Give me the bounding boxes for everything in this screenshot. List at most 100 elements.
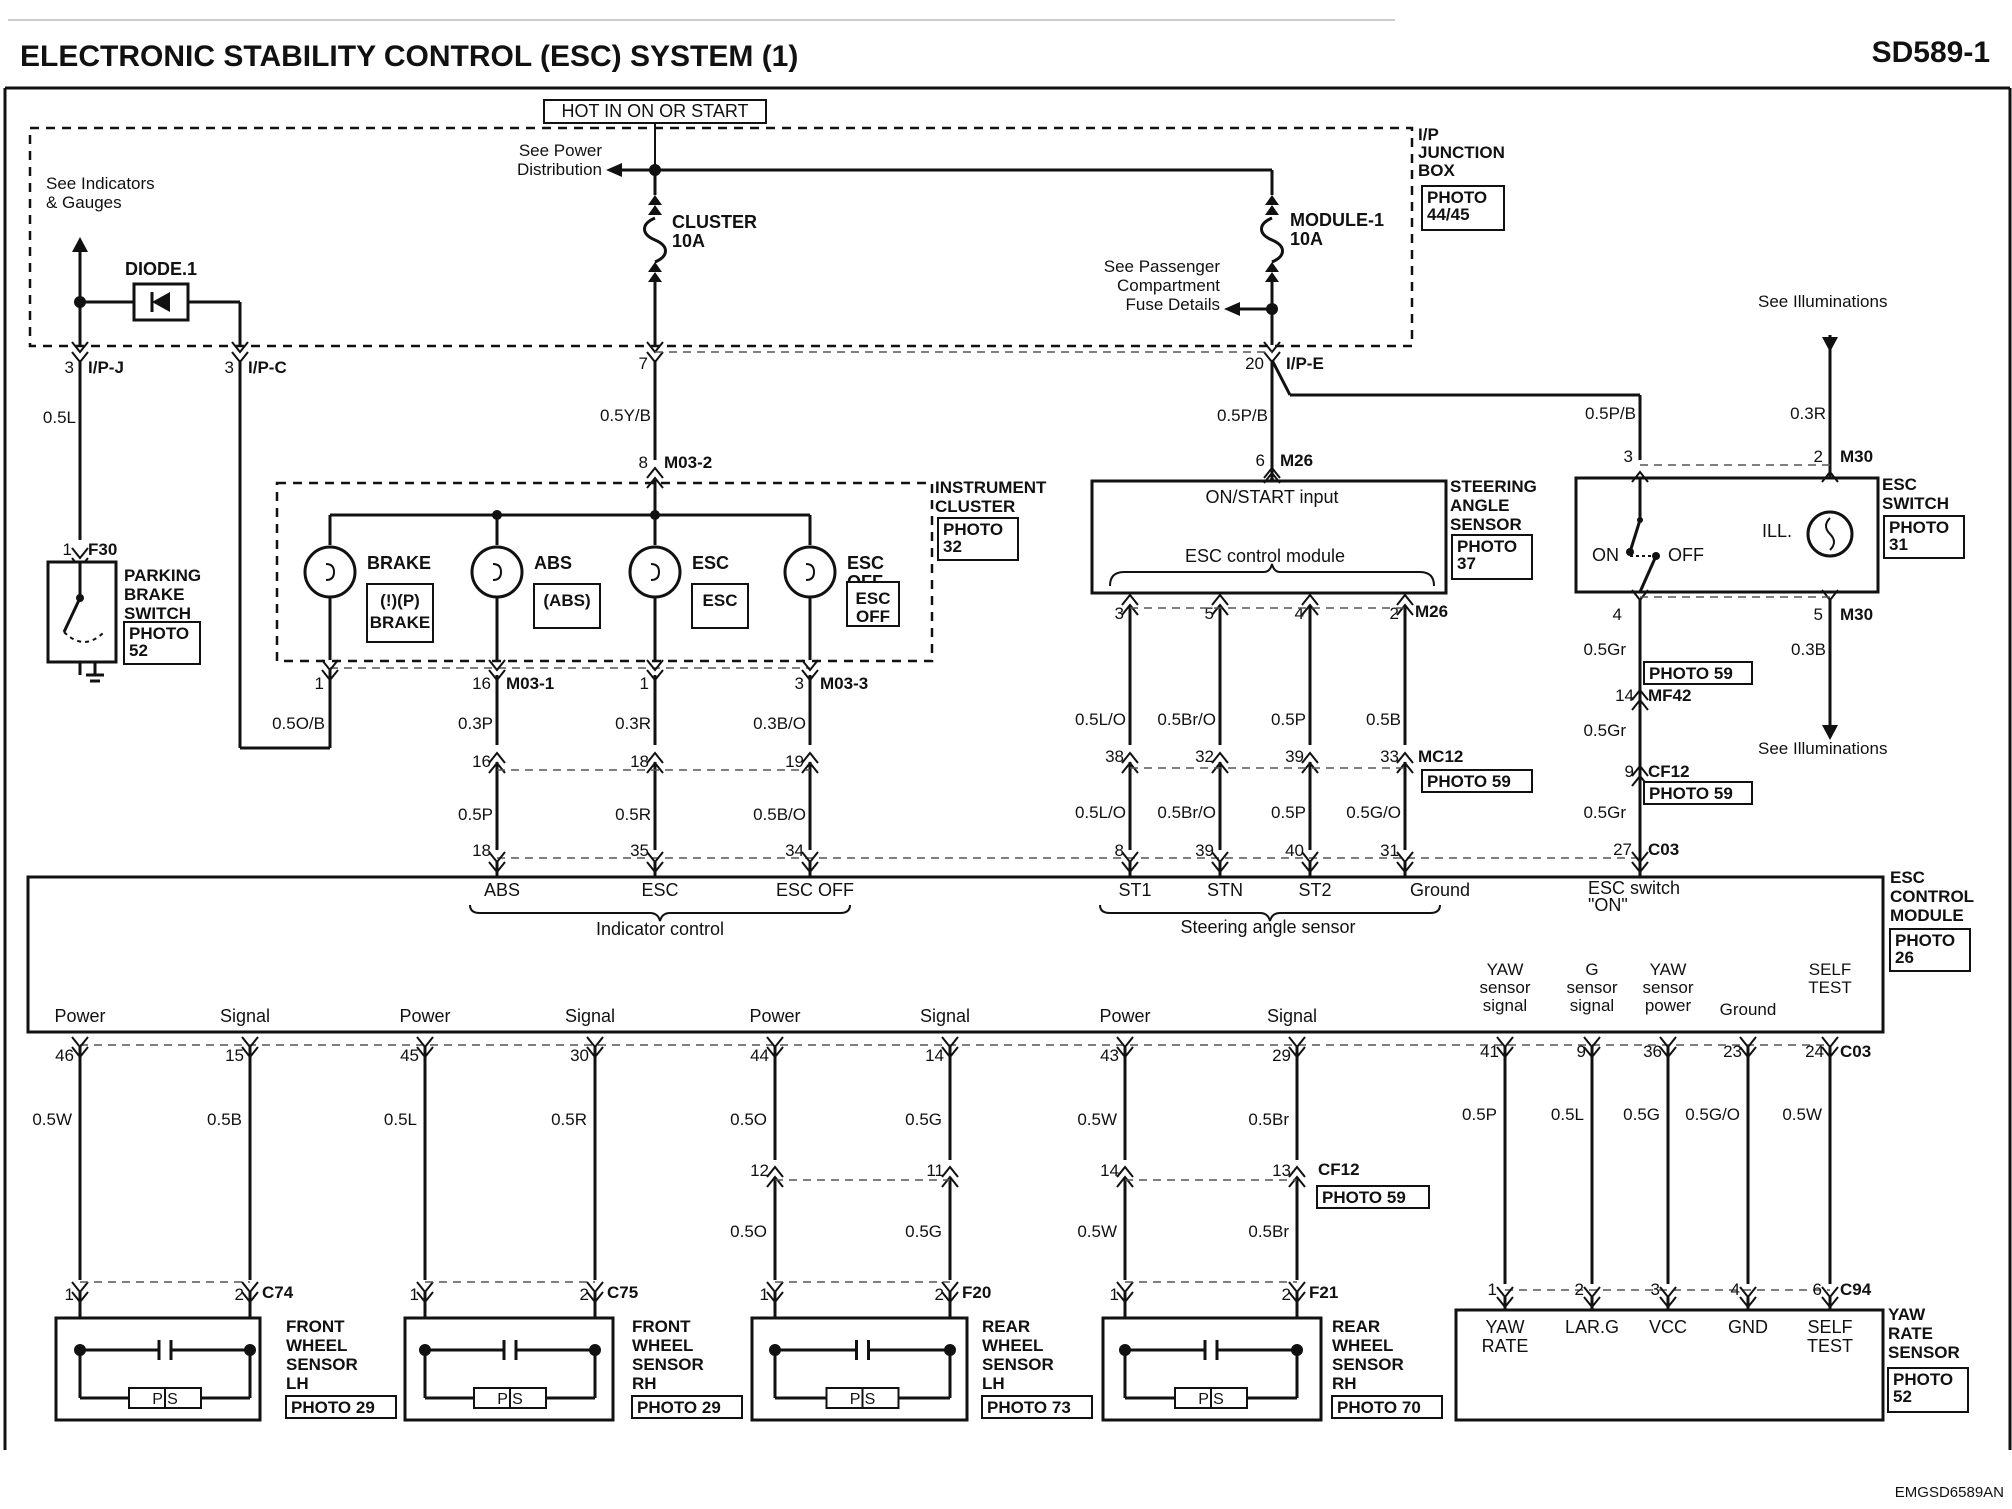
- ip-junction-box: [28, 126, 1414, 348]
- switch-off-label: OFF: [1668, 545, 1704, 565]
- wire-color: 0.3R: [615, 714, 651, 733]
- connector-label: M03-1: [506, 674, 554, 693]
- wire-color: 0.5Gr: [1583, 803, 1626, 822]
- wire-color: 0.3R: [1790, 404, 1826, 423]
- wire-color: 0.5G: [905, 1222, 942, 1241]
- footer-code: EMGSD6589AN: [1895, 1484, 2004, 1501]
- pin-label: 12: [750, 1161, 769, 1180]
- pin-label: 36: [1643, 1042, 1662, 1061]
- module-pin-label: STN: [1207, 880, 1243, 900]
- pin-label: 1: [760, 1285, 769, 1304]
- parking-brake-photo-box: [123, 621, 201, 665]
- pin-label: 3: [1651, 1280, 1660, 1299]
- wheel-sensor-photo: PHOTO 29: [637, 1398, 721, 1417]
- wheel-sensor-photo-box: [285, 1395, 397, 1419]
- wire-color: 0.5B/O: [753, 805, 806, 824]
- connector-label: MC12: [1418, 747, 1463, 766]
- fuse-module-label: MODULE-1: [1290, 210, 1384, 230]
- connector-label: F30: [88, 540, 117, 559]
- pin-label: 1: [1110, 1285, 1119, 1304]
- pin-label: 4: [1295, 604, 1304, 623]
- wheel-sensor-photo: PHOTO 29: [291, 1398, 375, 1417]
- wire-color: 0.5W: [1077, 1222, 1117, 1241]
- fuse-cluster-label: CLUSTER: [672, 212, 757, 232]
- esc-module-label: ESC control module: [1185, 546, 1345, 566]
- pin-label: 31: [1380, 841, 1399, 860]
- lamp-symbol: (ABS): [543, 591, 590, 610]
- pin-label: 9: [1577, 1042, 1586, 1061]
- wire-color: 0.5Br/O: [1157, 710, 1216, 729]
- parking-brake-switch-box: [46, 560, 118, 664]
- wire-color: 0.5B: [1366, 710, 1401, 729]
- wire-color: 0.5G/O: [1346, 803, 1401, 822]
- pin-label: 14: [925, 1046, 944, 1065]
- yaw-rate-sensor-box: [1454, 1308, 1885, 1422]
- page-title: ELECTRONIC STABILITY CONTROL (ESC) SYSTE…: [20, 40, 798, 73]
- wire-color: 0.5Y/B: [600, 406, 651, 425]
- pin-label: 1: [410, 1285, 419, 1304]
- module-pin-label: Ground: [1410, 880, 1470, 900]
- see-indicators-note: See Indicators& Gauges: [46, 174, 155, 212]
- pin-label: 43: [1100, 1046, 1119, 1065]
- connector-label: I/P-E: [1286, 354, 1324, 373]
- wire-color: 0.5L: [1551, 1105, 1584, 1124]
- pin-label: 32: [1195, 747, 1214, 766]
- cf12-lower-photo-box: [1316, 1185, 1430, 1209]
- sensor-ps-label: P S: [152, 1391, 178, 1408]
- wire-color: 0.5O: [730, 1110, 767, 1129]
- pin-label: 27: [1613, 840, 1632, 859]
- pin-label: 2: [235, 1285, 244, 1304]
- pin-label: 34: [785, 841, 804, 860]
- wire-color: 0.5G: [1623, 1105, 1660, 1124]
- connector-label: F20: [962, 1283, 991, 1302]
- sensor-ps-label: P S: [850, 1391, 876, 1408]
- wire-color: 0.5Br: [1248, 1222, 1289, 1241]
- pin-label: 23: [1723, 1042, 1742, 1061]
- lamp-title: ESC: [692, 553, 729, 573]
- indicator-lamp: [303, 545, 357, 599]
- pin-label: 45: [400, 1046, 419, 1065]
- wire-color: 0.5L/O: [1075, 710, 1126, 729]
- cf12-lower-photo: PHOTO 59: [1322, 1188, 1406, 1207]
- yaw-sensor-pin-label: GND: [1728, 1317, 1768, 1337]
- lamp-symbol: (!)(P): [380, 591, 420, 610]
- wire-color: 0.5Gr: [1583, 640, 1626, 659]
- pin-label: 1: [315, 674, 324, 693]
- module-pin-label: ST2: [1298, 880, 1331, 900]
- pin-label: 24: [1805, 1042, 1824, 1061]
- pin-label: 18: [630, 752, 649, 771]
- wheel-sensor-photo-box: [631, 1395, 743, 1419]
- wire-color: 0.5B: [207, 1110, 242, 1129]
- pin-label: 1: [65, 1285, 74, 1304]
- pin-label: 38: [1105, 747, 1124, 766]
- pin-label: 7: [639, 354, 648, 373]
- steering-angle-sensor-group-label: Steering angle sensor: [1180, 917, 1355, 937]
- module-pin-label: Signal: [1267, 1006, 1317, 1026]
- wire-color: 0.5L: [384, 1110, 417, 1129]
- pin-label: 3: [795, 674, 804, 693]
- connector-label: M30: [1840, 605, 1873, 624]
- module-pin-label: Ground: [1720, 1000, 1777, 1019]
- illumination-label: ILL.: [1762, 521, 1792, 541]
- pin-label: 14: [1100, 1161, 1119, 1180]
- wire-color: 0.5P: [1462, 1105, 1497, 1124]
- wire-color: 0.3B: [1791, 640, 1826, 659]
- connector-label: C75: [607, 1283, 638, 1302]
- pin-label: 16: [472, 752, 491, 771]
- lamp-title: ABS: [534, 553, 572, 573]
- module-pin-label: Power: [399, 1006, 450, 1026]
- wire-color: 0.5O: [730, 1222, 767, 1241]
- pin-label: 16: [472, 674, 491, 693]
